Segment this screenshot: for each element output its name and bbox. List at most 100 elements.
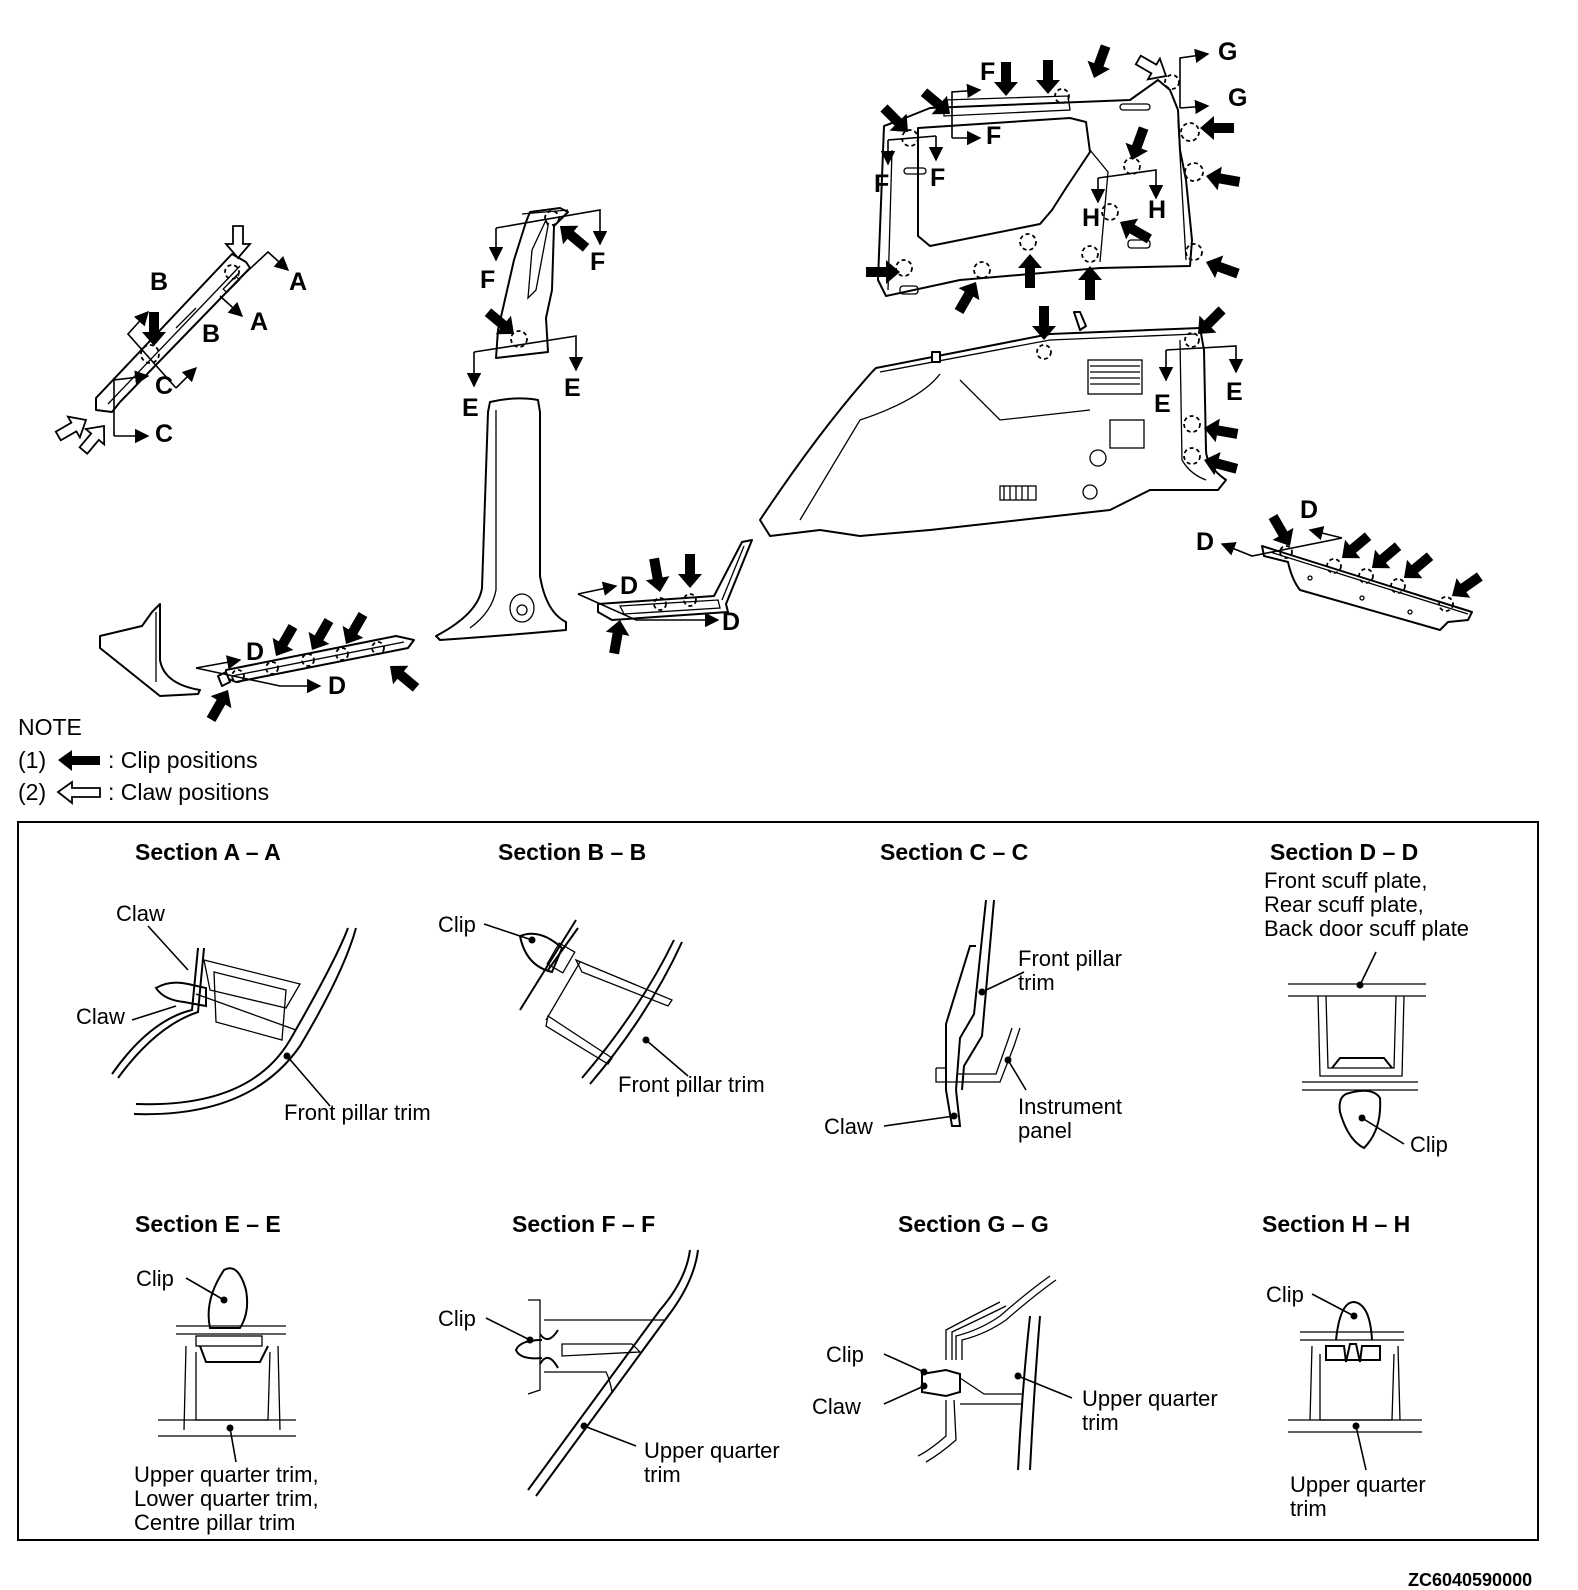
marker-c-1: C <box>155 372 173 400</box>
callout-label: trim <box>1290 1496 1327 1521</box>
back-door-scuff-plate <box>1261 545 1473 631</box>
marker-f: F <box>874 170 889 198</box>
callout-label: trim <box>1018 970 1055 995</box>
marker-d: D <box>1196 528 1214 556</box>
section-title: Section E – E <box>135 1211 281 1237</box>
clip-arrow-icon <box>382 656 424 698</box>
claw-arrow-icon <box>1131 48 1173 88</box>
section-line-d-back: D D <box>1196 496 1343 557</box>
clip-arrow-icon <box>1201 250 1243 285</box>
callout-label: Upper quarter <box>1290 1472 1426 1497</box>
callout-label: Front pillar <box>1018 946 1122 971</box>
callout-label: Clip <box>438 912 476 937</box>
section-a: Section A – A Claw Claw Front pillar tri… <box>76 839 431 1125</box>
centre-pillar-lower-trim <box>435 397 567 641</box>
note-legend: NOTE (1) : Clip positions (2) : Claw pos… <box>18 714 269 805</box>
marker-b-2: B <box>202 320 220 348</box>
section-d: Section D – D Front scuff plate, Rear sc… <box>1264 839 1469 1157</box>
note-text: : Clip positions <box>108 747 258 773</box>
marker-f: F <box>986 122 1001 150</box>
marker-h: H <box>1082 204 1100 232</box>
clip-arrow-icon <box>1036 60 1060 94</box>
callout-label: Clip <box>826 1342 864 1367</box>
callout-label: Instrument <box>1018 1094 1122 1119</box>
marker-b-1: B <box>150 268 168 296</box>
callout-label: panel <box>1018 1118 1072 1143</box>
marker-h: H <box>1148 196 1166 224</box>
section-line-f-upper: F F <box>480 209 608 294</box>
section-title: Section H – H <box>1262 1211 1410 1237</box>
figure-code: ZC6040590000 <box>1408 1570 1532 1590</box>
rear-scuff-plate <box>597 539 753 621</box>
note-heading: NOTE <box>18 714 82 740</box>
clip-arrow-icon <box>1203 164 1242 194</box>
marker-f: F <box>480 266 495 294</box>
section-line-c: C C <box>113 370 173 448</box>
callout-label: Upper quarter <box>644 1438 780 1463</box>
clip-arrow-icon <box>200 684 239 726</box>
section-title: Section B – B <box>498 839 646 865</box>
section-title: Section A – A <box>135 839 281 865</box>
callout-label: Lower quarter trim, <box>134 1486 319 1511</box>
clip-arrow-icon <box>994 62 1018 96</box>
marker-d: D <box>328 672 346 700</box>
cowl-side-trim <box>99 603 201 697</box>
marker-d: D <box>722 608 740 636</box>
clip-arrow-icon <box>1334 526 1376 568</box>
marker-e: E <box>1154 390 1171 418</box>
marker-a-2: A <box>250 308 268 336</box>
callout-label: Centre pillar trim <box>134 1510 295 1535</box>
section-line-e-upper: E E <box>462 335 584 422</box>
callout-label: Clip <box>1266 1282 1304 1307</box>
section-title: Section F – F <box>512 1211 655 1237</box>
note-text: : Claw positions <box>108 779 269 805</box>
clip-arrow-icon <box>1078 266 1102 300</box>
section-g: Section G – G Clip Claw Upper quarter tr… <box>812 1211 1218 1471</box>
clip-arrow-icon <box>1262 510 1301 552</box>
marker-f: F <box>930 164 945 192</box>
marker-d: D <box>1300 496 1318 524</box>
centre-pillar-upper-trim <box>495 207 569 359</box>
section-e: Section E – E Clip Upper quarter trim, L… <box>134 1211 319 1535</box>
section-f: Section F – F Clip Upper quarter trim <box>438 1211 780 1497</box>
marker-e: E <box>1226 378 1243 406</box>
marker-e: E <box>462 394 479 422</box>
callout-label: Front pillar trim <box>284 1100 431 1125</box>
callout-label: Front scuff plate, <box>1264 868 1427 893</box>
section-line-e-quarter: E E <box>1154 345 1244 418</box>
callout-label: Claw <box>116 901 165 926</box>
marker-g: G <box>1218 38 1237 66</box>
sections-frame <box>17 821 1539 1541</box>
marker-d: D <box>246 638 264 666</box>
clip-arrow-icon <box>678 554 702 588</box>
clip-arrow-icon <box>642 556 672 595</box>
section-h: Section H – H Clip Upper quarter trim <box>1262 1211 1426 1521</box>
callout-label: Clip <box>1410 1132 1448 1157</box>
callout-label: trim <box>1082 1410 1119 1435</box>
hollow-arrow-icon <box>56 780 101 805</box>
callout-label: Upper quarter trim, <box>134 1462 319 1487</box>
section-title: Section C – C <box>880 839 1028 865</box>
callout-label: Rear scuff plate, <box>1264 892 1424 917</box>
section-line-f-quarter: F F F F <box>874 58 1001 198</box>
clip-arrow-icon <box>1200 116 1234 140</box>
section-title: Section D – D <box>1270 839 1418 865</box>
solid-arrow-icon <box>58 750 100 771</box>
front-scuff-plate <box>217 635 415 687</box>
upper-quarter-trim <box>877 74 1204 297</box>
claw-arrow-icon <box>225 225 251 259</box>
marker-e: E <box>564 374 581 402</box>
lower-quarter-trim <box>759 311 1227 537</box>
section-b: Section B – B Clip Front pillar trim <box>438 839 765 1097</box>
section-line-d-front: D D <box>195 638 346 700</box>
section-line-g: G G <box>1179 38 1247 115</box>
callout-label: Upper quarter <box>1082 1386 1218 1411</box>
callout-label: Claw <box>76 1004 125 1029</box>
section-line-b: B B <box>126 268 220 389</box>
clip-arrow-icon <box>602 617 632 656</box>
callout-label: Claw <box>812 1394 861 1419</box>
marker-d: D <box>620 572 638 600</box>
callout-label: trim <box>644 1462 681 1487</box>
callout-label: Clip <box>438 1306 476 1331</box>
